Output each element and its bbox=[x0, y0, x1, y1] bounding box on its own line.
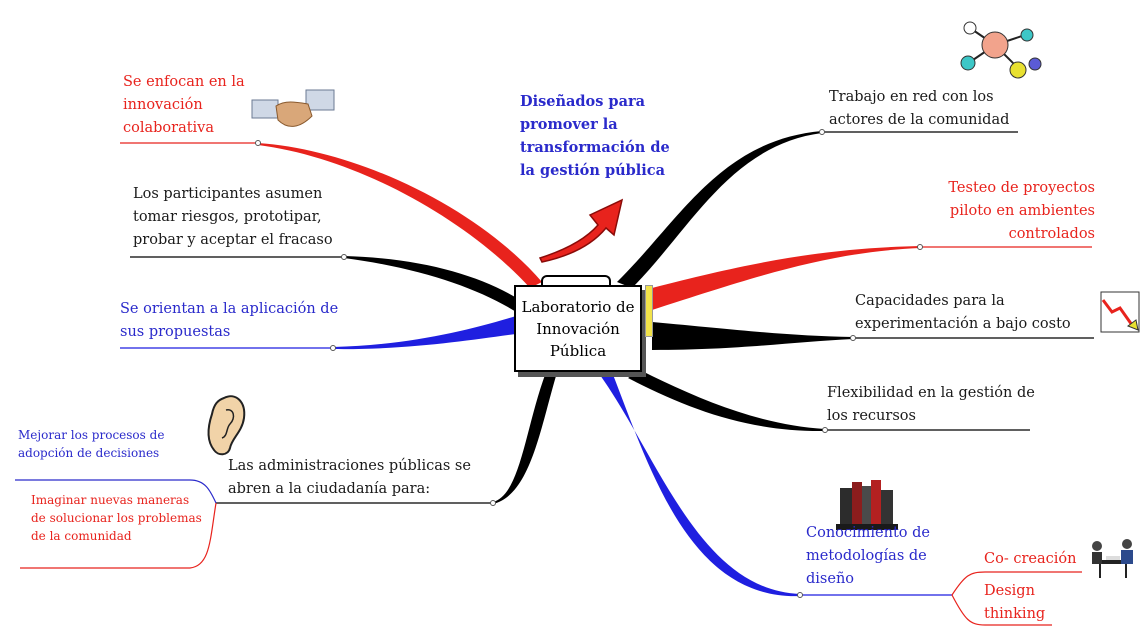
subtopic-new-solutions[interactable]: Imaginar nuevas maneras de solucionar lo… bbox=[31, 493, 202, 543]
branch-t5 bbox=[617, 131, 822, 288]
ear-icon bbox=[207, 395, 246, 456]
topic-networking[interactable]: Trabajo en red con los actores de la com… bbox=[829, 89, 1010, 128]
red-arrow-icon bbox=[538, 198, 624, 263]
topic-open-administrations[interactable]: Las administraciones públicas se abren a… bbox=[228, 458, 471, 497]
books-icon bbox=[836, 480, 898, 530]
branch-t9 bbox=[600, 372, 800, 597]
sub-branch-imagine bbox=[20, 502, 217, 569]
topic-low-cost-experimentation[interactable]: Capacidades para la experimentación a ba… bbox=[855, 293, 1071, 332]
branch-t3 bbox=[333, 316, 516, 350]
central-topic-title: Laboratorio de Innovación Pública bbox=[521, 297, 635, 360]
subtopic-decision-making[interactable]: Mejorar los procesos de adopción de deci… bbox=[18, 428, 165, 460]
central-topic[interactable]: Laboratorio de Innovación Pública bbox=[514, 285, 642, 372]
topic-resource-flexibility[interactable]: Flexibilidad en la gestión de los recurs… bbox=[827, 385, 1035, 424]
sub-branch-decisions bbox=[15, 479, 217, 504]
callout-text: Diseñados para promover la transformació… bbox=[520, 93, 670, 179]
sub-branch-design bbox=[951, 594, 1052, 626]
topic-application[interactable]: Se orientan a la aplicación de sus propu… bbox=[120, 301, 339, 340]
branch-t4 bbox=[493, 375, 556, 504]
topic-risk-taking[interactable]: Los participantes asumen tomar riesgos, … bbox=[133, 186, 333, 248]
folder-icon bbox=[645, 285, 653, 337]
molecule-icon bbox=[960, 21, 1042, 79]
meeting-icon bbox=[1092, 539, 1133, 578]
subtopic-cocreation[interactable]: Co- creación bbox=[984, 551, 1077, 567]
branch-t6 bbox=[652, 246, 920, 310]
topic-design-methodologies[interactable]: Conocimiento de metodologías de diseño bbox=[806, 525, 930, 587]
topic-collaborative-innovation[interactable]: Se enfocan en la innovación colaborativa bbox=[123, 74, 245, 136]
branch-t2 bbox=[344, 256, 520, 313]
topic-pilot-testing[interactable]: Testeo de proyectos piloto en ambientes … bbox=[948, 180, 1095, 242]
chart-down-icon bbox=[1100, 291, 1140, 333]
handshake-icon bbox=[251, 89, 335, 127]
branch-t8 bbox=[628, 370, 825, 432]
subtopic-design-thinking[interactable]: Design thinking bbox=[984, 583, 1046, 622]
sub-branch-cocreation bbox=[951, 571, 1082, 596]
branch-t7 bbox=[652, 322, 853, 350]
